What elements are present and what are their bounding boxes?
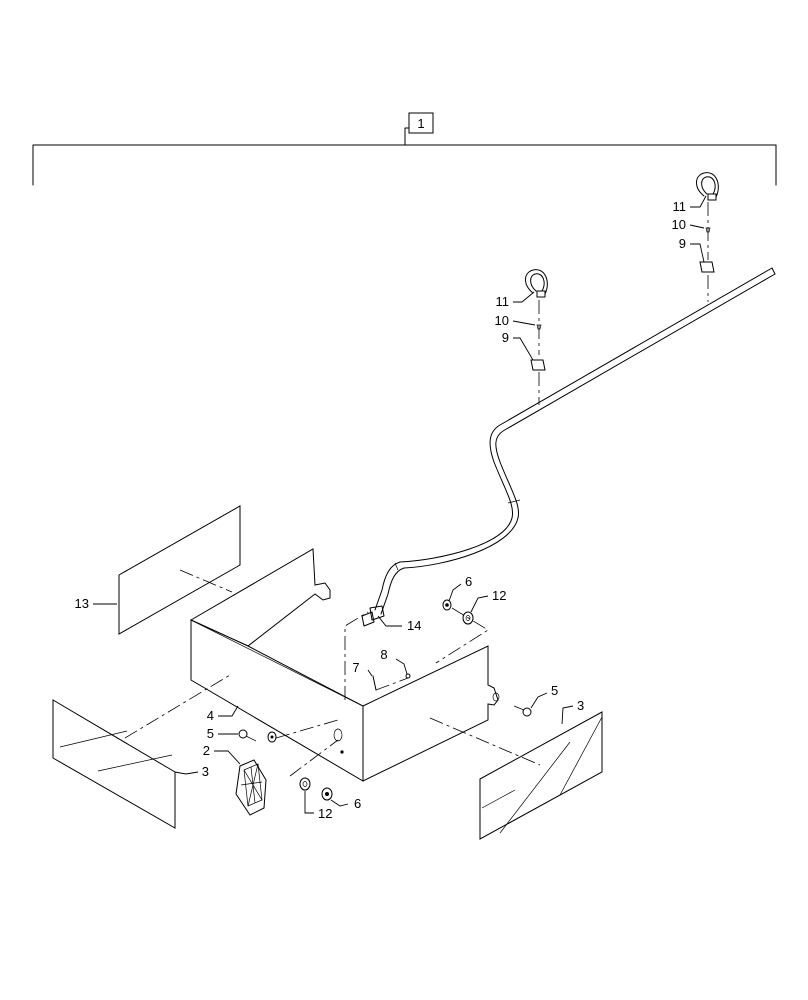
callout-12-bottom: 12	[318, 806, 332, 821]
label-panel-13	[118, 505, 241, 635]
callout-2: 2	[203, 743, 210, 758]
clamp-set-left	[525, 269, 548, 405]
callout-10-left: 10	[495, 313, 509, 328]
callout-9-right: 9	[679, 236, 686, 251]
hardware	[238, 599, 532, 801]
assembly-callout-box	[408, 112, 434, 134]
decal-panel-left	[52, 674, 231, 829]
callout-3-left: 3	[202, 764, 209, 779]
callout-11-left: 11	[496, 294, 510, 309]
callout-6-bottom: 6	[354, 796, 361, 811]
callout-8: 8	[380, 647, 387, 662]
callout-3-right: 3	[577, 698, 584, 713]
callouts: 11 10 9 11 10 9 13 14 6 12 7 8 4 5 2 3 5	[75, 195, 707, 821]
callout-12-top: 12	[492, 588, 506, 603]
assembly-bracket: 1	[32, 112, 777, 186]
mounting-box	[189, 548, 500, 782]
callout-5-right: 5	[551, 683, 558, 698]
wire-harness	[361, 267, 776, 627]
callout-13: 13	[75, 596, 89, 611]
callout-14: 14	[407, 618, 421, 633]
clamp-set-right	[696, 172, 719, 302]
work-lamp	[235, 759, 267, 816]
callout-6-top: 6	[465, 574, 472, 589]
callout-11-right: 11	[673, 199, 687, 214]
callout-9-left: 9	[502, 330, 509, 345]
callout-5-left: 5	[207, 726, 214, 741]
callout-1: 1	[417, 116, 424, 131]
callout-10-right: 10	[672, 217, 686, 232]
callout-7: 7	[352, 660, 359, 675]
callout-4: 4	[207, 708, 214, 723]
decal-panel-right	[429, 711, 603, 840]
